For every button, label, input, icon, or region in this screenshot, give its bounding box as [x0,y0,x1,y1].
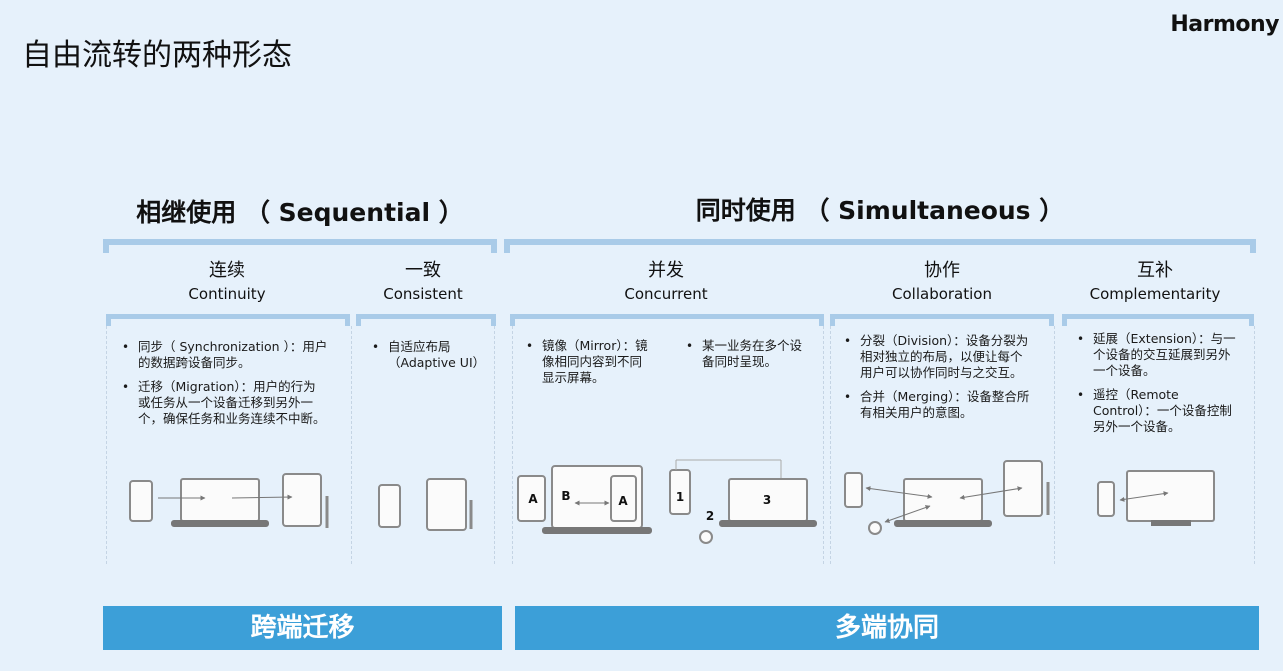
column-divider [1254,326,1255,564]
list-item: 自适应布局（Adaptive UI） [366,339,488,371]
complementarity-bracket [1062,314,1254,326]
concurrent-label-1: 1 [676,490,684,504]
cross-device-migration-band: 跨端迁移 [103,606,502,650]
laptop-icon [903,478,983,522]
category-en: Concurrent [624,285,708,303]
concurrent-label-2: 2 [706,509,714,523]
phone-icon [610,475,637,522]
concurrent-right-bullets: 某一业务在多个设备同时呈现。 [680,338,806,378]
consistent-bracket [356,314,496,326]
phone-icon [378,484,401,528]
collaboration-bullets: 分裂（Division）：设备分裂为相对独立的布局，以便让每个用户可以协作同时与… [838,333,1030,429]
sequential-heading: 相继使用 （ Sequential ） [136,198,464,227]
multi-device-collaboration-band: 多端协同 [515,606,1259,650]
column-divider [351,326,352,564]
column-divider [106,326,107,564]
device-illustrations: A B A 1 2 3 [129,459,1215,544]
list-item: 同步（ Synchronization ）：用户的数据跨设备同步。 [116,339,328,371]
phone-icon [517,475,546,522]
mirror-devices [517,465,652,534]
mirror-label-a: A [528,492,538,506]
category-en: Continuity [188,285,266,303]
column-divider [830,326,831,564]
collaboration-bracket [830,314,1054,326]
category-zh: 协作 [924,260,960,281]
consistent-bullets: 自适应布局（Adaptive UI） [366,339,488,379]
column-divider [494,326,495,564]
harmony-logo: Harmony [1170,12,1279,37]
category-en: Collaboration [892,285,992,303]
category-concurrent: 并发 Concurrent [510,260,822,304]
column-divider [1054,326,1055,564]
continuity-bracket [106,314,350,326]
phone-icon [1097,481,1115,517]
mirror-label-b: B [561,489,570,503]
simultaneous-heading: 同时使用 （ Simultaneous ） [695,196,1065,225]
collaboration-devices [844,460,1050,535]
multi-device-set [669,459,817,544]
category-consistent: 一致 Consistent [352,260,494,304]
category-complementarity: 互补 Complementarity [1060,260,1250,304]
category-continuity: 连续 Continuity [106,260,348,304]
laptop-icon [180,478,260,522]
list-item: 某一业务在多个设备同时呈现。 [680,338,806,370]
category-zh: 并发 [648,260,684,281]
category-collaboration: 协作 Collaboration [832,260,1052,304]
list-item: 分裂（Division）：设备分裂为相对独立的布局，以便让每个用户可以协作同时与… [838,333,1030,381]
category-zh: 互补 [1137,260,1173,281]
complementarity-bullets: 延展（Extension）：与一个设备的交互延展到另外一个设备。 遥控（Remo… [1071,331,1241,443]
phone-icon [844,472,863,508]
continuity-devices [129,473,329,528]
category-en: Consistent [383,285,463,303]
concurrent-bracket [510,314,824,326]
consistent-devices [378,478,473,531]
list-item: 延展（Extension）：与一个设备的交互延展到另外一个设备。 [1071,331,1241,379]
continuity-bullets: 同步（ Synchronization ）：用户的数据跨设备同步。 迁移（Mig… [116,339,328,435]
list-item: 镜像（Mirror）：镜像相同内容到不同显示屏幕。 [520,338,650,386]
mirror-label-a2: A [618,494,628,508]
category-en: Complementarity [1089,285,1221,303]
list-item: 迁移（Migration）：用户的行为或任务从一个设备迁移到另外一个，确保任务和… [116,379,328,427]
list-item: 合并（Merging）：设备整合所有相关用户的意图。 [838,389,1030,421]
column-divider [823,326,824,564]
concurrent-left-bullets: 镜像（Mirror）：镜像相同内容到不同显示屏幕。 [520,338,650,394]
category-zh: 一致 [405,260,441,281]
concurrent-label-3: 3 [763,493,771,507]
complementarity-devices [1097,470,1215,526]
watch-icon [868,521,882,535]
tablet-icon [426,478,467,531]
tablet-icon [1003,460,1043,517]
tablet-icon [282,473,322,527]
column-divider [512,326,513,564]
simultaneous-bracket [504,239,1256,253]
sequential-bracket [103,239,497,253]
page-title: 自由流转的两种形态 [22,38,292,73]
watch-icon [699,530,713,544]
phone-icon [669,469,691,515]
phone-icon [129,480,153,522]
category-zh: 连续 [209,260,245,281]
monitor-icon [1126,470,1215,522]
list-item: 遥控（Remote Control）：一个设备控制另外一个设备。 [1071,387,1241,435]
